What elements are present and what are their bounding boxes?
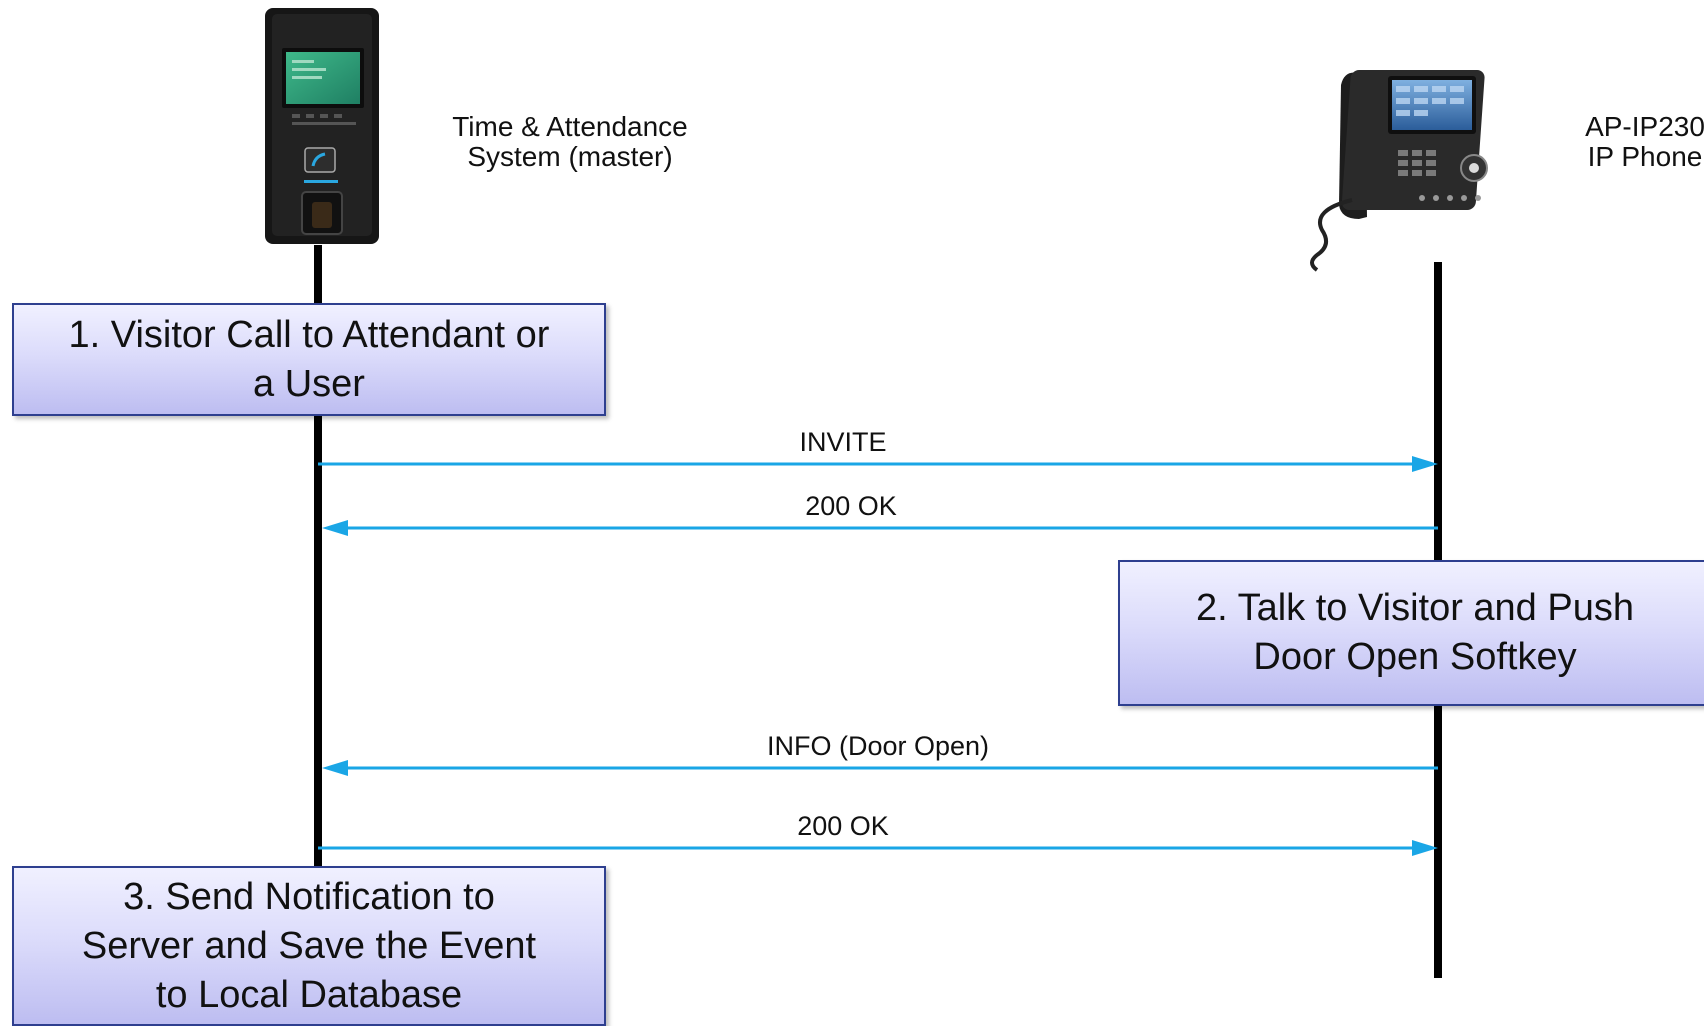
step-box-3: 3. Send Notification to Server and Save … [12, 866, 606, 1026]
message-arrows [318, 456, 1438, 856]
message-label-200-ok-2: 200 OK [797, 811, 889, 841]
message-label-200-ok-1: 200 OK [805, 491, 897, 521]
left-participant-label: Time & Attendance System (master) [452, 111, 688, 172]
arrow-info-door-open-head [322, 760, 348, 776]
arrow-200-ok-2-head [1412, 840, 1438, 856]
message-label-info-door-open: INFO (Door Open) [766, 731, 990, 761]
step-box-2: 2. Talk to Visitor and Push Door Open So… [1118, 560, 1704, 706]
message-label-invite: INVITE [799, 427, 887, 457]
ip-phone-icon [1310, 70, 1488, 272]
time-attendance-terminal-icon [265, 8, 379, 244]
right-participant-label: AP-IP230 IP Phone [1585, 111, 1704, 172]
step-box-1: 1. Visitor Call to Attendant or a User [12, 303, 606, 416]
arrow-invite-head [1412, 456, 1438, 472]
arrow-200-ok-1-head [322, 520, 348, 536]
